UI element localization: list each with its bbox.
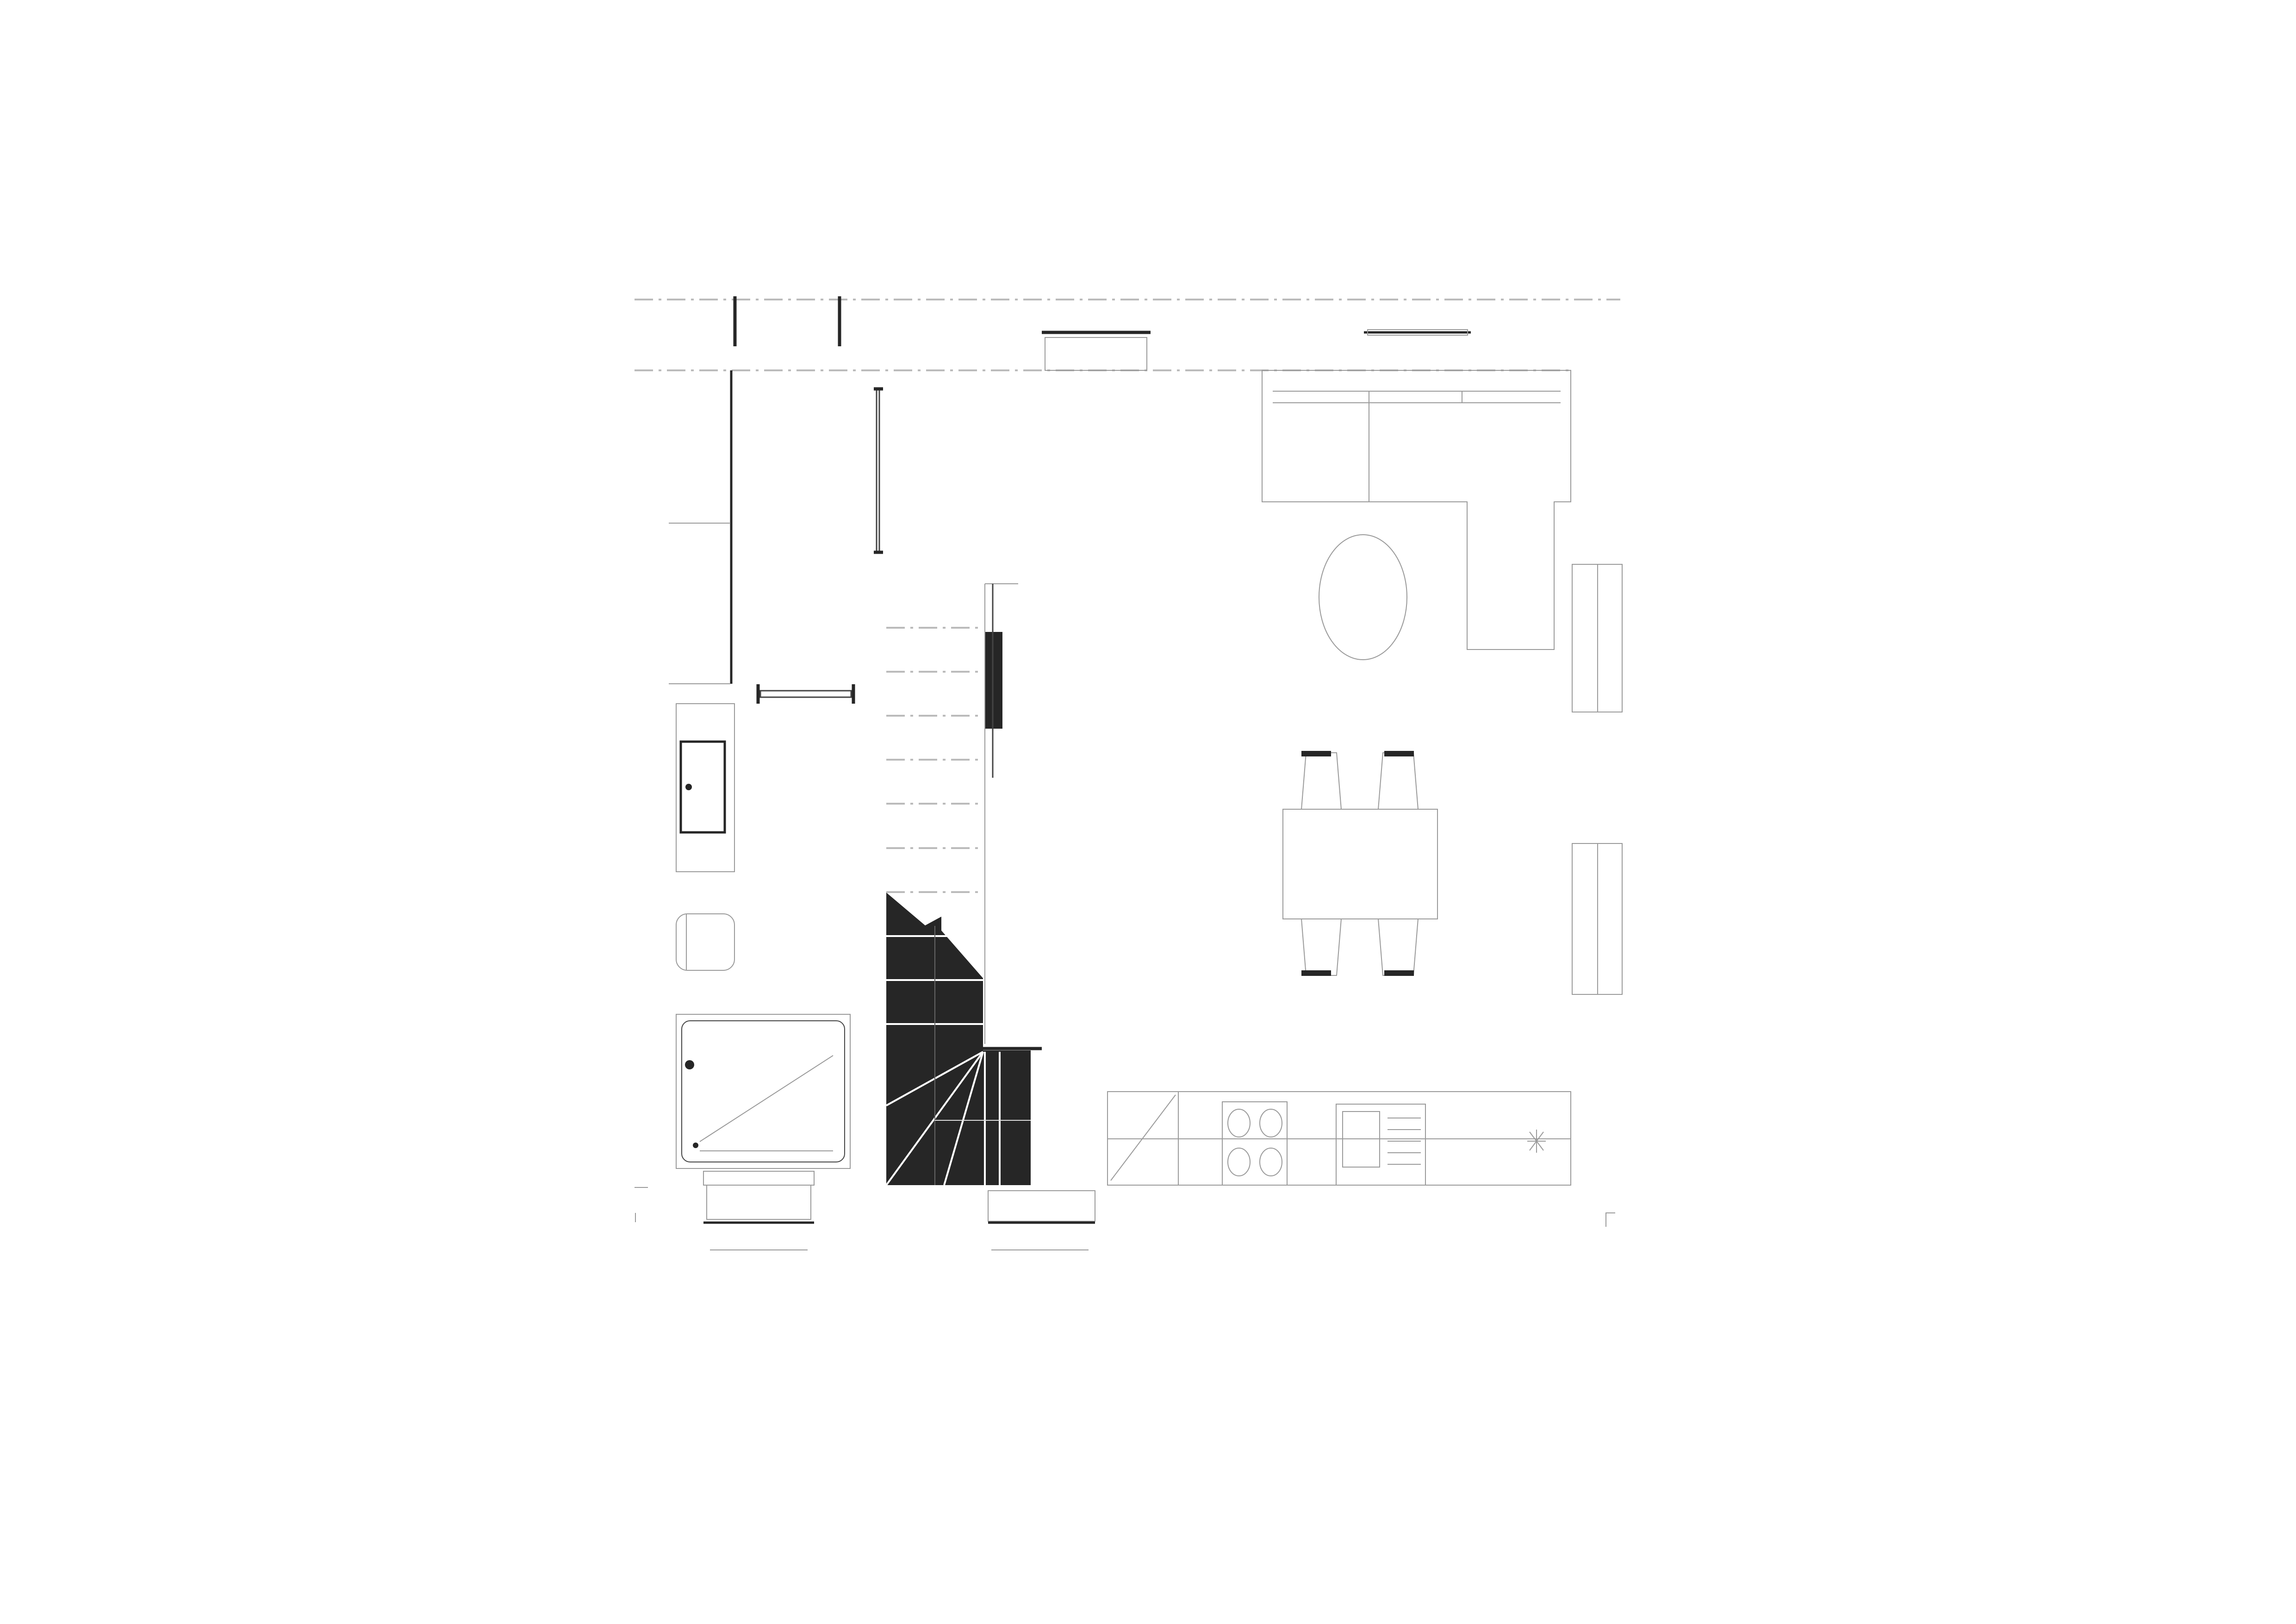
chair xyxy=(1301,751,1342,810)
window-top-2 xyxy=(1364,329,1471,336)
drain-icon xyxy=(693,1143,698,1148)
chair xyxy=(1378,751,1419,810)
window-bottom-1 xyxy=(703,1171,815,1250)
cooktop xyxy=(1222,1101,1288,1186)
dining-chairs xyxy=(1301,751,1419,976)
bathroom-vanity xyxy=(676,703,735,872)
window-top-1 xyxy=(1042,331,1151,371)
chair xyxy=(1378,918,1419,976)
exterior-wall-lines xyxy=(635,299,1620,371)
interior-walls xyxy=(669,370,883,704)
bathtub xyxy=(676,1014,851,1169)
kitchen-sink xyxy=(1336,1104,1426,1186)
round-rug xyxy=(1319,534,1407,660)
sofa xyxy=(1262,370,1571,650)
faucet-icon xyxy=(685,784,692,790)
kitchen-counter xyxy=(1107,1091,1571,1186)
dining-table xyxy=(1282,809,1438,919)
toilet xyxy=(676,913,735,971)
corner-marks xyxy=(635,1187,1615,1227)
chair xyxy=(1301,918,1342,976)
window-bottom-2 xyxy=(988,1190,1095,1250)
staircase xyxy=(885,583,1042,1186)
tub-faucet-icon xyxy=(685,1060,694,1069)
wall-stubs xyxy=(733,296,841,346)
light-fixture-icon xyxy=(1527,1130,1546,1153)
sideboard-upper xyxy=(1572,564,1623,712)
sideboard-lower xyxy=(1572,843,1623,995)
